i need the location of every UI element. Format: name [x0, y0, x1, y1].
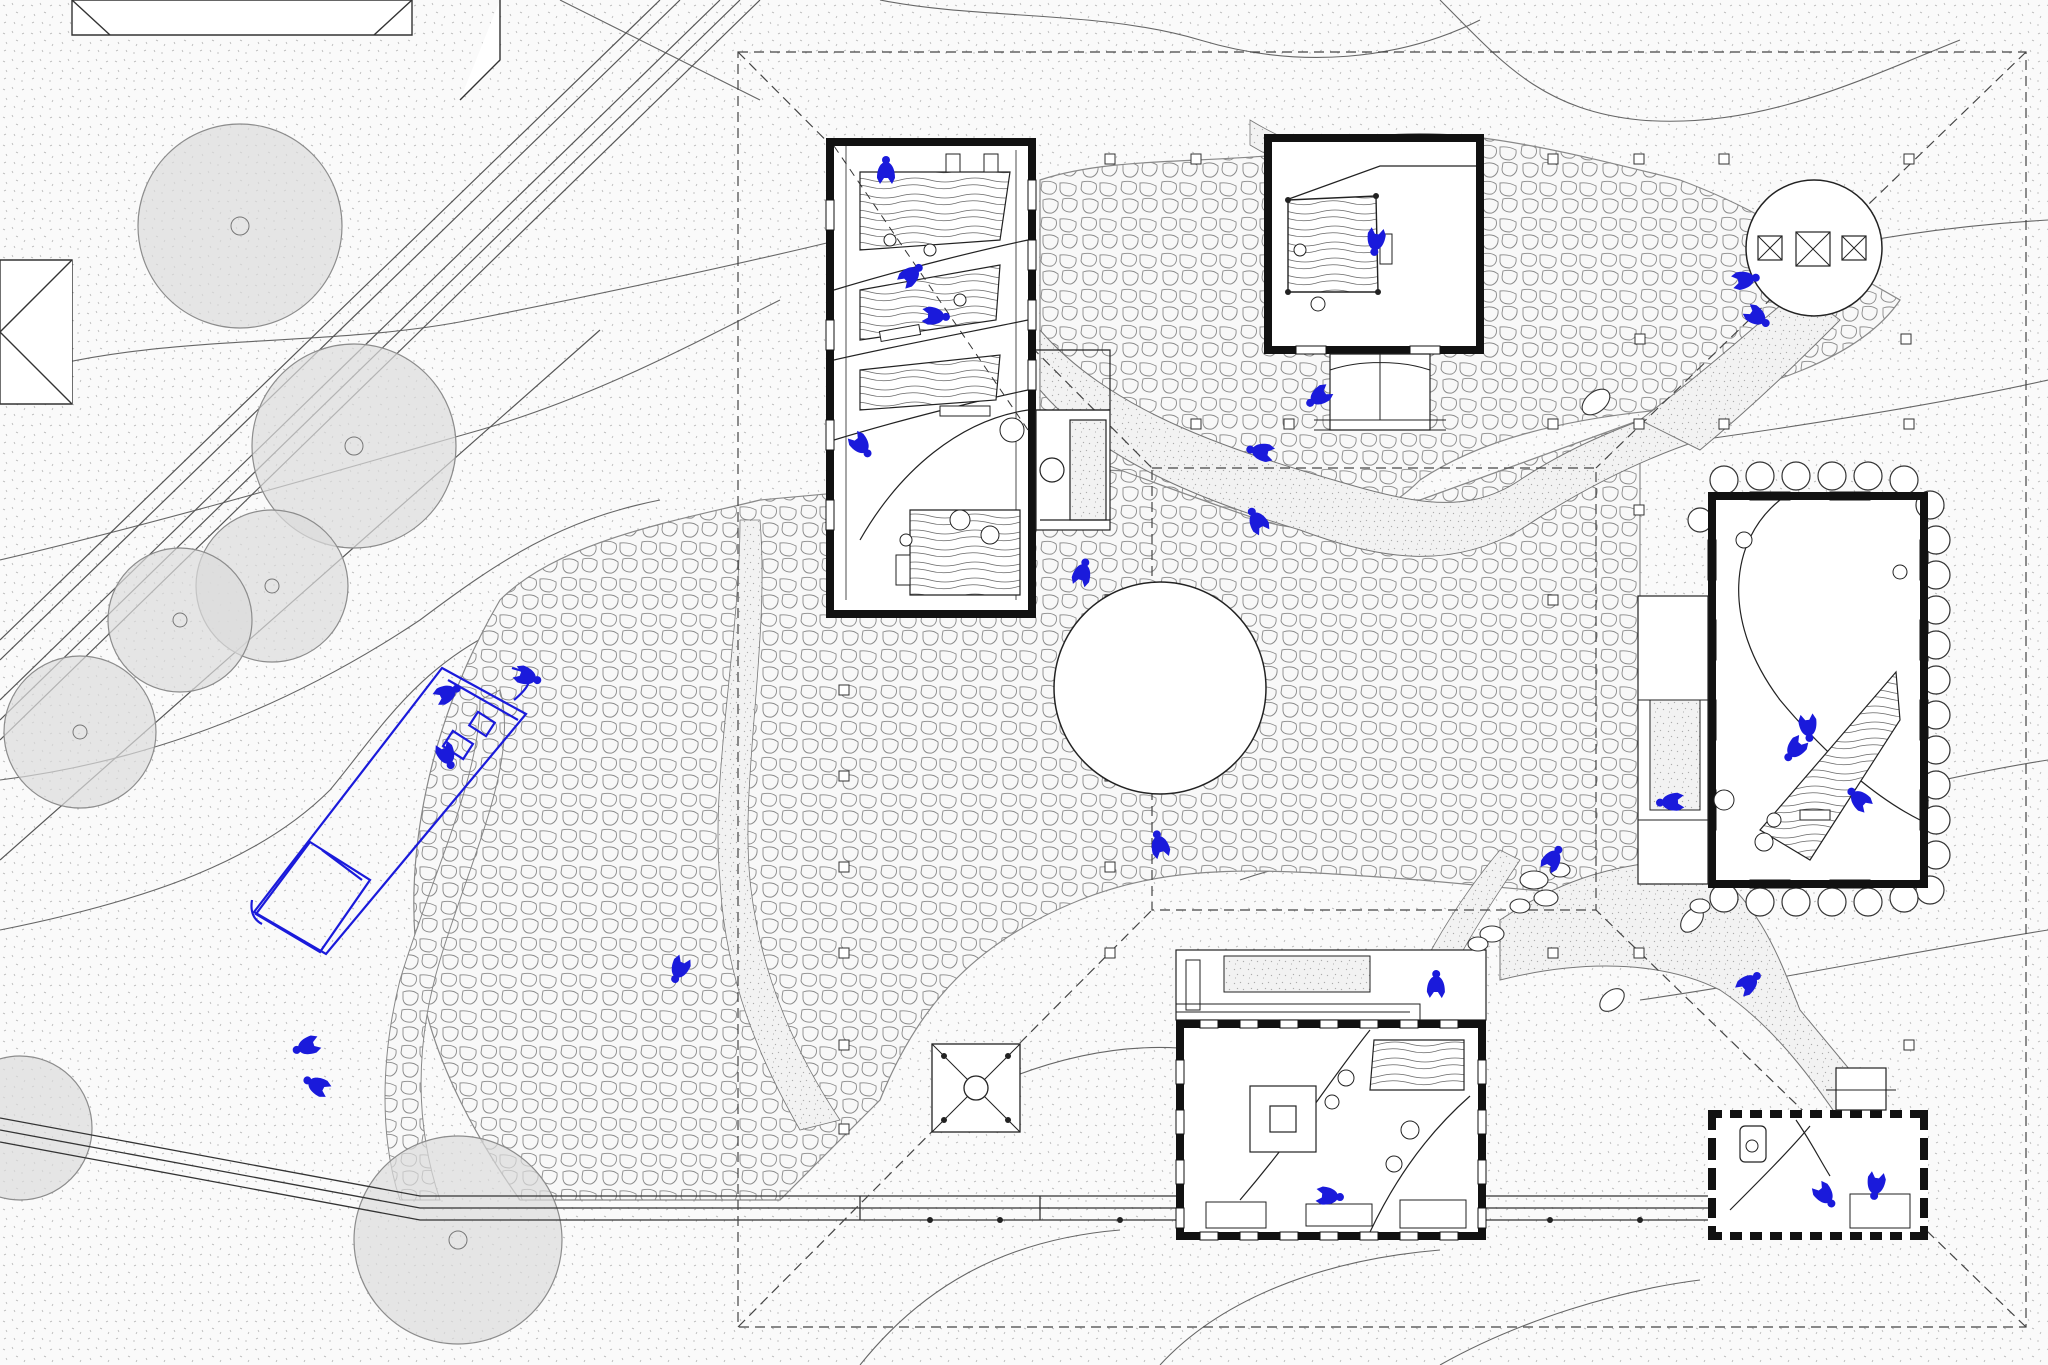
- person-figure: [1811, 1180, 1836, 1208]
- square-feature: [931, 1043, 1021, 1133]
- person-figure: [1784, 734, 1809, 762]
- person-figure: [1315, 1186, 1344, 1205]
- person-figure: [1246, 443, 1275, 463]
- person-figure: [921, 306, 950, 325]
- building-hut: [1708, 1067, 1928, 1240]
- person-figure: [303, 1076, 332, 1097]
- tree-canopy: [0, 1055, 93, 1201]
- person-figure: [432, 684, 461, 705]
- person-figure: [1247, 507, 1270, 536]
- person-figure: [847, 430, 872, 458]
- person-figure: [1867, 1171, 1886, 1200]
- person-figure: [512, 665, 542, 685]
- tree-trunks: [72, 216, 468, 1250]
- person-figure: [877, 156, 895, 184]
- tree-canopy: [3, 655, 157, 809]
- person-figure: [671, 954, 691, 983]
- person-figure: [1731, 271, 1760, 290]
- person-figure: [1656, 792, 1685, 811]
- round-court: [1053, 581, 1267, 795]
- person-figure: [1798, 713, 1817, 742]
- person-figure: [1367, 227, 1386, 256]
- tree-canopy: [251, 343, 457, 549]
- building-hall: [1637, 461, 1951, 917]
- round-pavilion: [1745, 179, 1883, 317]
- tree-canopy: [107, 547, 253, 693]
- person-figure: [292, 1035, 322, 1055]
- person-figure: [1735, 971, 1761, 997]
- person-figure: [435, 740, 455, 770]
- trees: [0, 123, 563, 1345]
- person-figure: [897, 263, 923, 289]
- person-figure: [1151, 830, 1171, 860]
- person-figure: [1426, 970, 1445, 999]
- workshop-porch: [1035, 349, 1111, 531]
- neighbour-buildings: [0, 0, 501, 405]
- people-layer: [292, 156, 1886, 1208]
- person-figure: [1742, 304, 1770, 328]
- person-figure: [1306, 384, 1334, 407]
- person-figure: [1847, 787, 1873, 813]
- person-figure: [1071, 558, 1091, 588]
- person-figure: [1540, 845, 1563, 874]
- building-studio: [1175, 949, 1487, 1241]
- tree-canopy: [137, 123, 343, 329]
- building-workshop: [825, 138, 1037, 618]
- tree-canopy: [353, 1135, 563, 1345]
